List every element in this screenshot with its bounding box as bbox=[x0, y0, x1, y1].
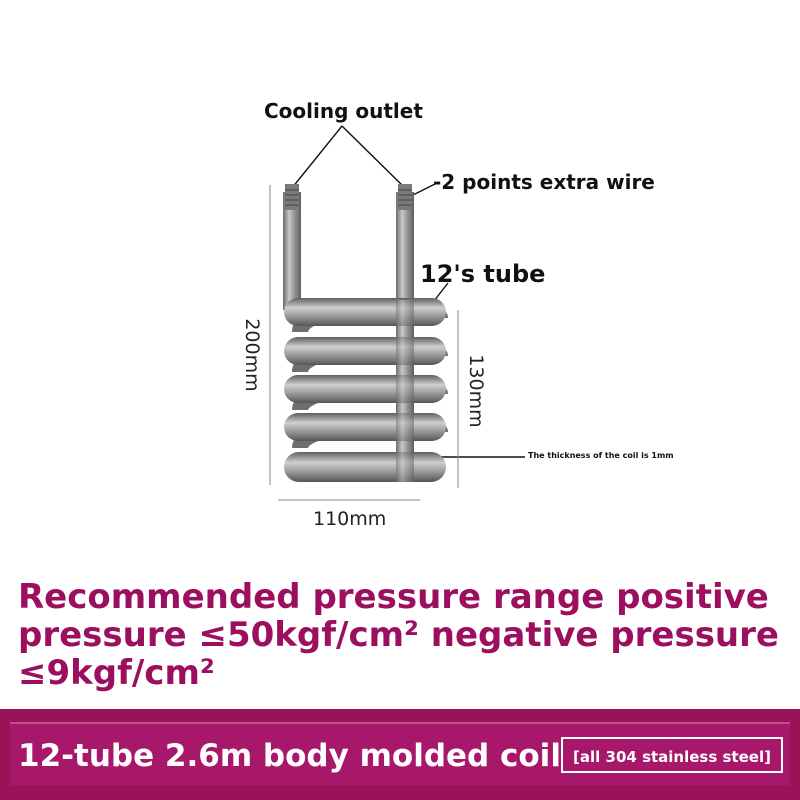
cooling-outlet-label: Cooling outlet bbox=[264, 99, 423, 123]
coil-thickness-label: The thickness of the coil is 1mm bbox=[528, 451, 674, 460]
banner-panel: 12-tube 2.6m body molded coil [all 304 s… bbox=[10, 722, 790, 785]
dimension-lines bbox=[269, 185, 459, 501]
pressure-range-headline: Recommended pressure range positive pres… bbox=[18, 577, 779, 693]
tube-label: 12's tube bbox=[420, 260, 546, 288]
coil-diagram bbox=[269, 125, 525, 501]
coil-front bbox=[284, 298, 446, 482]
bottom-banner: 12-tube 2.6m body molded coil [all 304 s… bbox=[0, 709, 800, 800]
product-name: 12-tube 2.6m body molded coil bbox=[18, 738, 561, 774]
leader-lines bbox=[291, 125, 525, 458]
material-tag: [all 304 stainless steel] bbox=[561, 737, 783, 773]
width-dimension: 110mm bbox=[313, 508, 387, 530]
total-height-dimension: 200mm bbox=[241, 318, 263, 392]
coil-height-dimension: 130mm bbox=[465, 354, 487, 428]
extra-wire-label: -2 points extra wire bbox=[433, 170, 655, 194]
